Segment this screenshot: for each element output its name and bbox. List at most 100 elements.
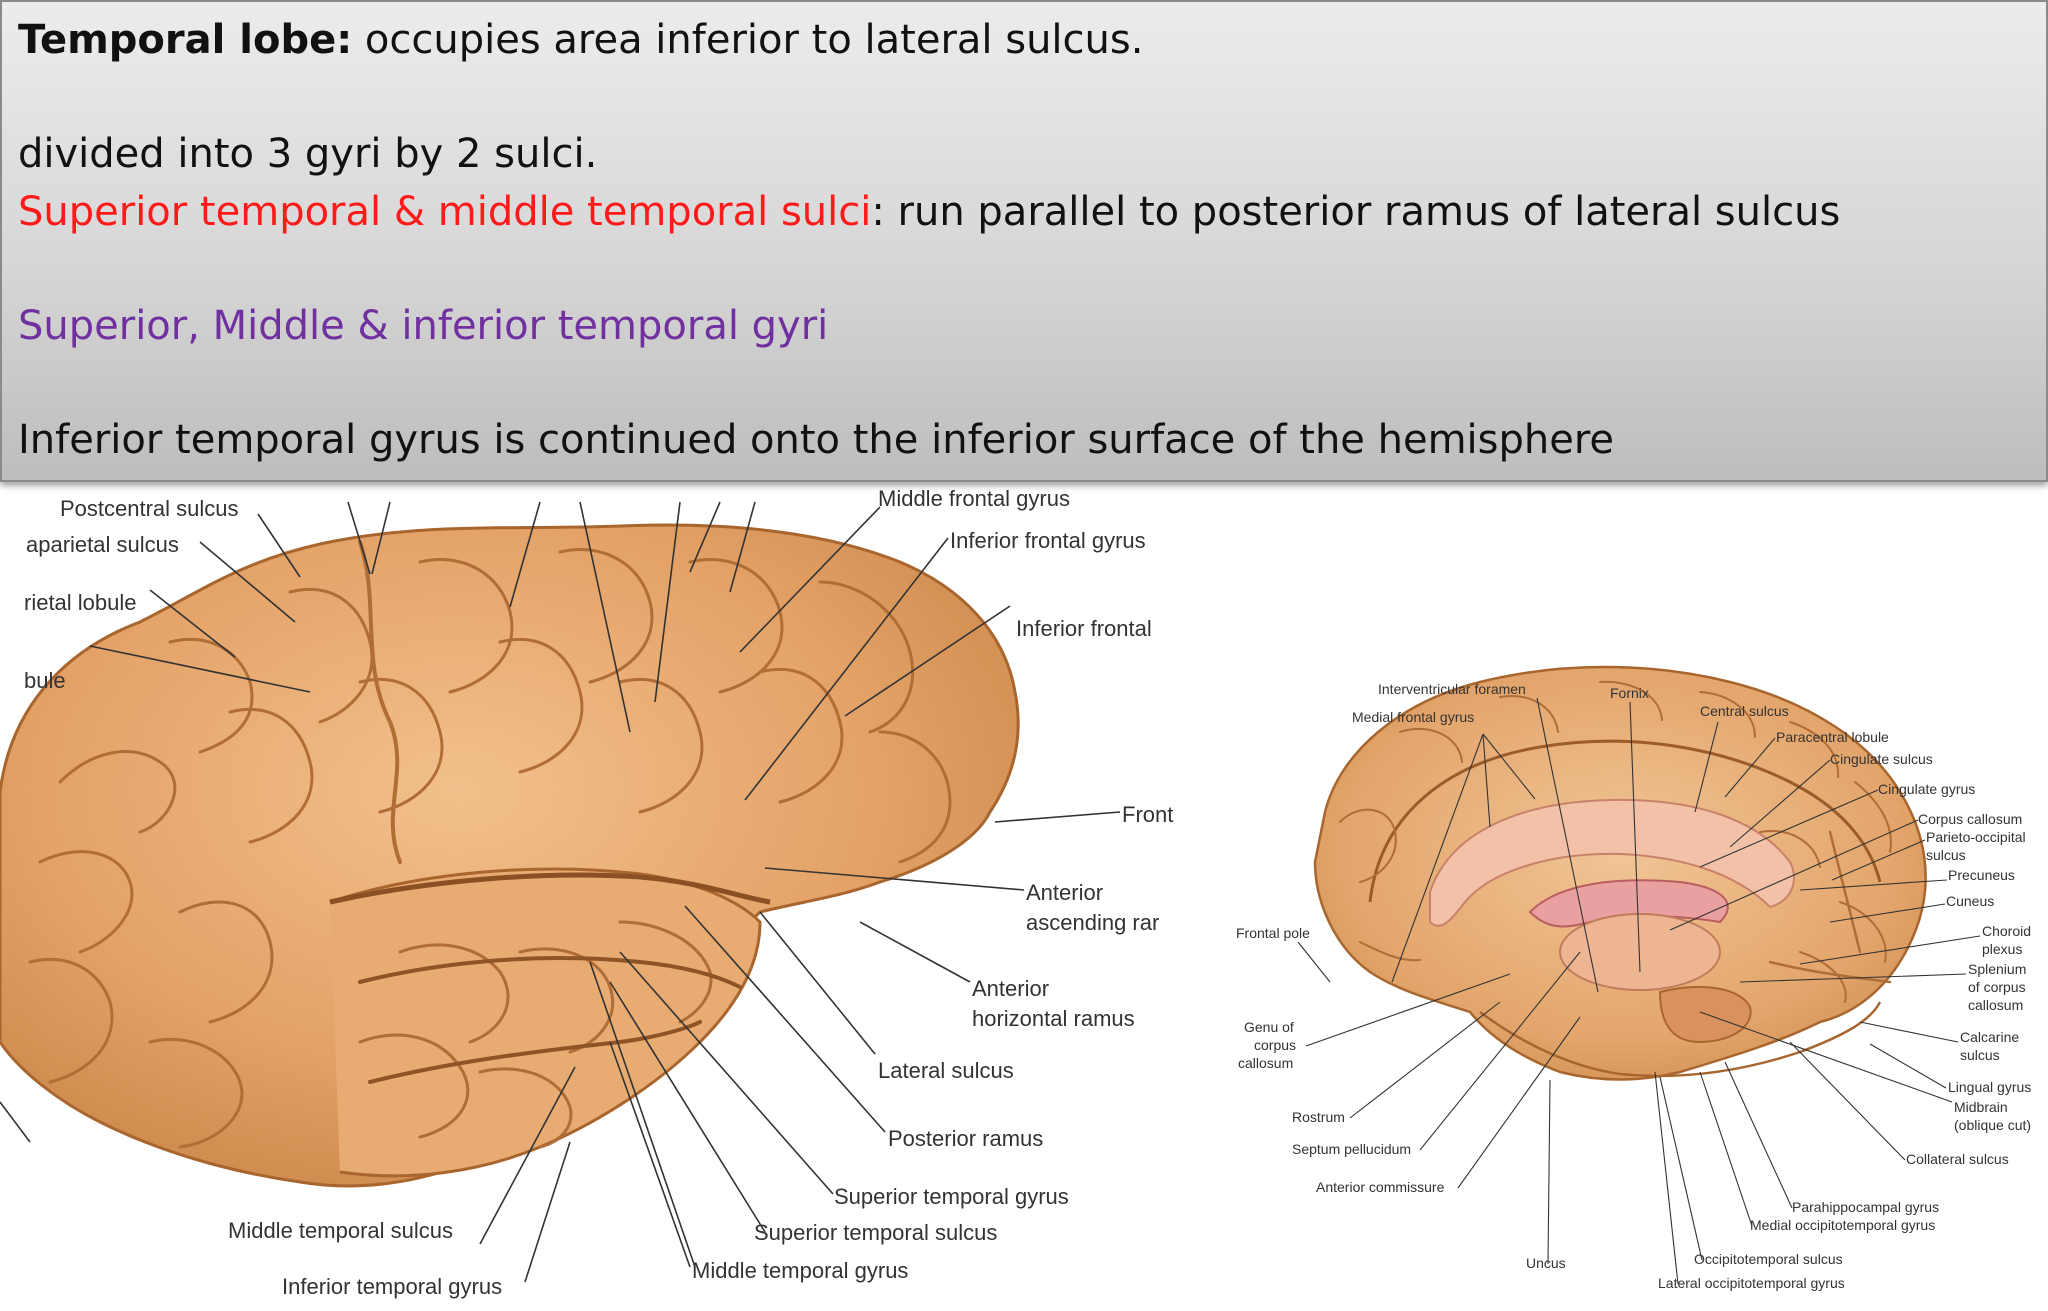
label-midbrain-1: Midbrain bbox=[1954, 1099, 2008, 1115]
medial-labels: Interventricular foramen Medial frontal … bbox=[1236, 681, 2031, 1291]
leader-parieto-occipital bbox=[1831, 839, 1926, 881]
banner-line-5: Inferior temporal gyrus is continued ont… bbox=[18, 417, 1615, 463]
label-precuneus: Precuneus bbox=[1948, 867, 2015, 883]
leader-postcentral-sulcus bbox=[257, 513, 301, 578]
banner-line-3: Superior temporal & middle temporal sulc… bbox=[18, 188, 1840, 236]
text-banner: Temporal lobe: occupies area inferior to… bbox=[0, 0, 2048, 482]
label-calcarine-2: sulcus bbox=[1960, 1047, 2000, 1063]
leader-medial-frontal-2 bbox=[1482, 733, 1491, 828]
label-anterior-horizontal-1: Anterior bbox=[972, 976, 1049, 1001]
leader-top-6 bbox=[689, 501, 721, 573]
label-paracentral-lobule: Paracentral lobule bbox=[1776, 729, 1889, 745]
leader-intraparietal-sulcus bbox=[199, 541, 296, 623]
leader-choroid bbox=[1799, 935, 1981, 965]
leader-superior-temporal-sulcus bbox=[609, 981, 766, 1233]
leader-midbrain bbox=[1699, 1011, 1953, 1103]
lateral-labels: Middle frontal gyrus Postcentral sulcus … bbox=[24, 486, 1173, 1299]
label-central-sulcus: Central sulcus bbox=[1700, 703, 1789, 719]
label-posterior-ramus: Posterior ramus bbox=[888, 1126, 1043, 1151]
label-intraparietal-sulcus: aparietal sulcus bbox=[26, 532, 179, 557]
leader-top-4 bbox=[579, 501, 631, 733]
label-anterior-ascending-2: ascending rar bbox=[1026, 910, 1159, 935]
leader-medial-occipitotemporal bbox=[1699, 1071, 1753, 1227]
leader-left-edge bbox=[0, 1101, 31, 1143]
leader-middle-frontal-gyrus bbox=[739, 506, 881, 653]
leader-splenium bbox=[1739, 973, 1967, 983]
label-splenium-3: callosum bbox=[1968, 997, 2023, 1013]
leader-interventricular-foramen bbox=[1536, 697, 1599, 993]
label-rostrum: Rostrum bbox=[1292, 1109, 1345, 1125]
leader-medial-frontal-1 bbox=[1391, 733, 1484, 983]
label-splenium-2: of corpus bbox=[1968, 979, 2026, 995]
label-parietal-lobule: rietal lobule bbox=[24, 590, 137, 615]
line1-text: occupies area inferior to lateral sulcus… bbox=[352, 17, 1144, 63]
leader-lateral-occipitotemporal bbox=[1654, 1071, 1679, 1285]
label-lateral-occipitotemporal-gyrus: Lateral occipitotemporal gyrus bbox=[1658, 1275, 1845, 1291]
leader-anterior-horizontal bbox=[859, 921, 971, 983]
leader-genu bbox=[1305, 973, 1511, 1047]
leader-central-sulcus bbox=[1694, 721, 1719, 813]
label-lateral-sulcus: Lateral sulcus bbox=[878, 1058, 1014, 1083]
term-temporal-lobe: Temporal lobe: bbox=[18, 17, 353, 63]
leader-collateral-sulcus bbox=[1789, 1041, 1906, 1161]
label-cingulate-sulcus: Cingulate sulcus bbox=[1830, 751, 1933, 767]
leader-top-2 bbox=[371, 501, 391, 575]
label-inferior-frontal: Inferior frontal bbox=[1016, 616, 1152, 641]
label-uncus: Uncus bbox=[1526, 1255, 1566, 1271]
leader-inferior-temporal-gyrus bbox=[524, 1141, 571, 1283]
label-splenium-1: Splenium bbox=[1968, 961, 2026, 977]
medial-brain-illustration bbox=[1313, 665, 1927, 1081]
leader-paracentral-lobule bbox=[1724, 737, 1776, 798]
leader-rostrum bbox=[1349, 1001, 1501, 1119]
lateral-leader-lines bbox=[0, 501, 1121, 1283]
label-middle-temporal-sulcus: Middle temporal sulcus bbox=[228, 1218, 453, 1243]
leader-middle-temporal-gyrus-a bbox=[589, 961, 696, 1268]
leader-parahippocampal bbox=[1724, 1061, 1793, 1209]
leader-top-1 bbox=[347, 501, 371, 575]
leader-top-5 bbox=[654, 501, 681, 703]
label-cuneus: Cuneus bbox=[1946, 893, 1994, 909]
leader-cingulate-gyrus bbox=[1699, 789, 1879, 868]
label-interventricular-foramen: Interventricular foramen bbox=[1378, 681, 1526, 697]
term-temporal-sulci: Superior temporal & middle temporal sulc… bbox=[18, 189, 872, 235]
label-inferior-temporal-gyrus: Inferior temporal gyrus bbox=[282, 1274, 502, 1299]
label-genu-3: callosum bbox=[1238, 1055, 1293, 1071]
leader-parietal-lobule bbox=[149, 589, 236, 658]
leader-top-3 bbox=[509, 501, 541, 608]
label-septum-pellucidum: Septum pellucidum bbox=[1292, 1141, 1411, 1157]
label-corpus-callosum: Corpus callosum bbox=[1918, 811, 2022, 827]
label-midbrain-2: (oblique cut) bbox=[1954, 1117, 2031, 1133]
leader-superior-temporal-gyrus bbox=[619, 951, 834, 1195]
leader-medial-frontal-3 bbox=[1482, 733, 1536, 800]
leader-septum bbox=[1419, 951, 1581, 1151]
label-calcarine-1: Calcarine bbox=[1960, 1029, 2019, 1045]
label-parieto-occipital-1: Parieto-occipital bbox=[1926, 829, 2026, 845]
label-middle-temporal-gyrus: Middle temporal gyrus bbox=[692, 1258, 908, 1283]
label-anterior-ascending-1: Anterior bbox=[1026, 880, 1103, 905]
label-anterior-horizontal-2: horizontal ramus bbox=[972, 1006, 1135, 1031]
leader-middle-temporal-sulcus bbox=[479, 1066, 576, 1245]
line3-text: : run parallel to posterior ramus of lat… bbox=[871, 189, 1841, 235]
label-fornix: Fornix bbox=[1610, 685, 1649, 701]
label-anterior-commissure: Anterior commissure bbox=[1316, 1179, 1445, 1195]
leader-cingulate-sulcus bbox=[1729, 759, 1831, 848]
leader-occipitotemporal-sulcus bbox=[1659, 1076, 1703, 1261]
leader-inferior-frontal-gyrus bbox=[744, 537, 949, 801]
label-collateral-sulcus: Collateral sulcus bbox=[1906, 1151, 2009, 1167]
label-middle-frontal-gyrus: Middle frontal gyrus bbox=[878, 486, 1070, 511]
label-parieto-occipital-2: sulcus bbox=[1926, 847, 1966, 863]
leader-posterior-ramus bbox=[684, 905, 886, 1133]
leader-lobule bbox=[89, 645, 311, 693]
banner-line-4: Superior, Middle & inferior temporal gyr… bbox=[18, 303, 829, 349]
lateral-brain-illustration bbox=[0, 523, 1020, 1188]
leader-corpus-callosum bbox=[1669, 819, 1919, 931]
leader-frontal-pole bbox=[1297, 941, 1331, 983]
brain-figures: Middle frontal gyrus Postcentral sulcus … bbox=[0, 486, 2031, 1299]
label-postcentral-sulcus: Postcentral sulcus bbox=[60, 496, 239, 521]
figures-area: Middle frontal gyrus Postcentral sulcus … bbox=[0, 482, 2048, 1311]
leader-lateral-sulcus bbox=[759, 911, 876, 1055]
label-genu-1: Genu of bbox=[1244, 1019, 1294, 1035]
leader-uncus bbox=[1547, 1079, 1551, 1265]
banner-line-2: divided into 3 gyri by 2 sulci. bbox=[18, 131, 598, 177]
label-frontal-pole: Frontal pole bbox=[1236, 925, 1310, 941]
